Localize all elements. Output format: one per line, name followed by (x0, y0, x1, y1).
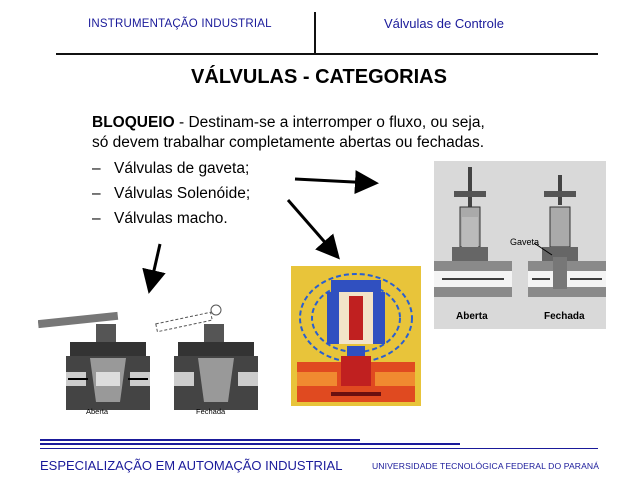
solenoid-valve-figure (291, 266, 421, 406)
header-course-title: INSTRUMENTAÇÃO INDUSTRIAL (88, 18, 272, 30)
footer-rule-1 (40, 439, 360, 441)
keyword-bloqueio: BLOQUEIO (92, 114, 175, 131)
plug-valve-closed: Fechada (155, 304, 258, 416)
gate-open-label: Aberta (456, 311, 488, 322)
bullet-solenoid-valve: –Válvulas Solenóide; (92, 185, 250, 203)
gate-valve-closed: Fechada (528, 175, 606, 322)
header-divider (314, 12, 316, 54)
bullet-dash: – (92, 185, 101, 202)
body-line-1-rest: - Destinam-se a interromper o fluxo, ou … (174, 114, 485, 131)
bullet-dash: – (92, 160, 101, 177)
plug-valve-open: Aberta (38, 311, 150, 416)
body-line-1: BLOQUEIO - Destinam-se a interromper o f… (92, 114, 485, 132)
gate-label: Gaveta (510, 237, 539, 247)
footer-rule-2 (40, 443, 460, 445)
bullet-plug-valve: –Válvulas macho. (92, 210, 228, 228)
arrow-to-gate-valve (294, 170, 379, 195)
gate-valve-open: Aberta (434, 167, 512, 322)
arrow-to-solenoid-valve (286, 199, 340, 260)
body-line-2: só devem trabalhar completamente abertas… (92, 134, 485, 151)
header-topic: Válvulas de Controle (384, 16, 504, 31)
gate-closed-label: Fechada (544, 311, 585, 322)
plug-valve-figure: Aberta Fechada (38, 304, 258, 416)
plug-open-label: Aberta (86, 407, 109, 416)
plug-closed-label: Fechada (196, 407, 226, 416)
bullet-text: Válvulas macho. (114, 210, 228, 227)
bullet-gate-valve: –Válvulas de gaveta; (92, 160, 249, 178)
gate-valve-figure: Aberta Fechada Gaveta (434, 161, 606, 329)
slide-title: VÁLVULAS - CATEGORIAS (191, 66, 447, 88)
bullet-text: Válvulas de gaveta; (114, 160, 250, 177)
arrow-to-plug-valve (142, 243, 166, 294)
footer-rule-3 (40, 448, 598, 449)
footer-program: ESPECIALIZAÇÃO EM AUTOMAÇÃO INDUSTRIAL (40, 458, 343, 473)
header-rule (56, 53, 598, 55)
bullet-text: Válvulas Solenóide; (114, 185, 251, 202)
bullet-dash: – (92, 210, 101, 227)
footer-university: UNIVERSIDADE TECNOLÓGICA FEDERAL DO PARA… (372, 461, 600, 471)
